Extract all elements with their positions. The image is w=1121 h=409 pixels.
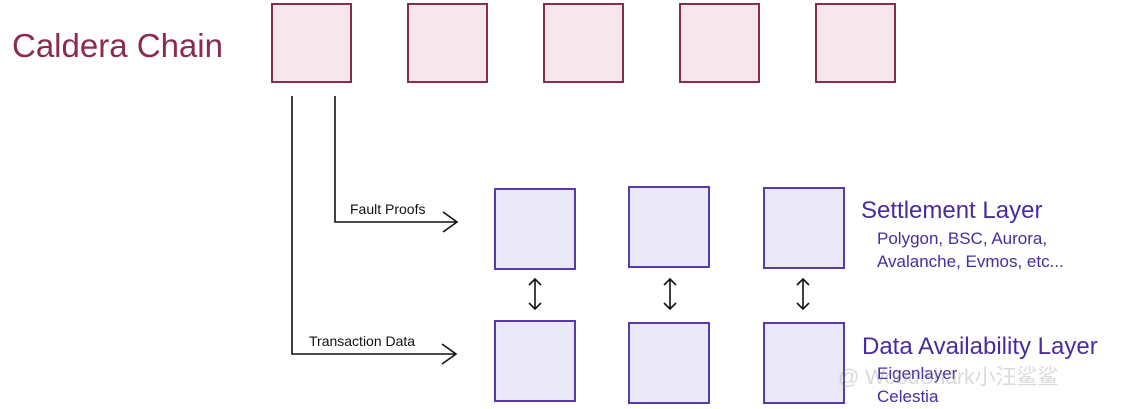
data-availability-example-celestia: Celestia — [877, 387, 939, 406]
settlement-box — [763, 187, 845, 269]
vertical-double-arrow — [796, 277, 810, 311]
settlement-box — [494, 188, 576, 270]
chain-box — [543, 3, 624, 83]
caldera-chain-title: Caldera Chain — [12, 27, 223, 64]
chain-box — [815, 3, 896, 83]
fault-proofs-label: Fault Proofs — [350, 201, 426, 217]
data-availability-box — [628, 322, 710, 404]
chain-box — [271, 3, 352, 83]
data-availability-box — [494, 320, 576, 402]
transaction-data-arrow — [291, 96, 455, 355]
settlement-examples-line2: Avalanche, Evmos, etc... — [877, 252, 1064, 271]
settlement-box — [628, 186, 710, 268]
fault-proofs-arrowhead — [442, 211, 459, 233]
vertical-double-arrow — [528, 277, 542, 311]
chain-box — [679, 3, 760, 83]
data-availability-example-eigenlayer: Eigenlayer — [877, 364, 958, 383]
settlement-layer-title: Settlement Layer — [861, 197, 1043, 224]
data-availability-layer-title: Data Availability Layer — [862, 333, 1098, 360]
fault-proofs-arrow — [334, 96, 456, 223]
transaction-data-arrowhead — [441, 343, 458, 365]
vertical-double-arrow — [663, 277, 677, 311]
watermark: @ WoodShark小汪鲨鲨 — [838, 366, 1059, 389]
chain-box — [407, 3, 488, 83]
settlement-examples-line1: Polygon, BSC, Aurora, — [877, 229, 1048, 248]
transaction-data-label: Transaction Data — [309, 333, 416, 349]
data-availability-box — [763, 322, 845, 404]
